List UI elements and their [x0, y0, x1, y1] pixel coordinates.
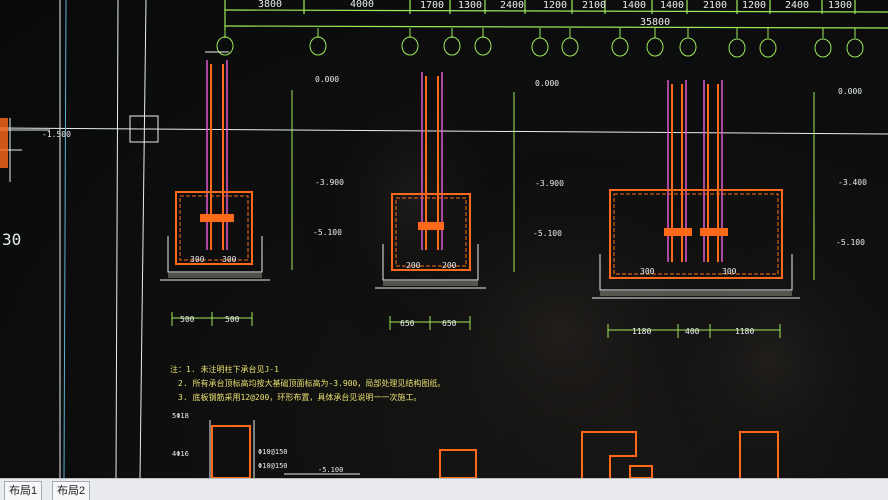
dim-f3-in-r: 300: [722, 267, 737, 276]
dim-f3-m: 400: [685, 327, 700, 336]
elev-bottom: -5.100: [318, 466, 343, 474]
rebar-label-2: Φ10@150: [258, 448, 288, 456]
elev-left: -1.500: [42, 130, 71, 139]
general-notes: 注：1. 未注明柱下承台见J-1 2. 所有承台顶标高均按大基础顶面标高为-3.…: [170, 364, 445, 402]
footing-1: 0.000 -3.900 -5.100 500 500 300 300: [160, 51, 344, 326]
elev-f1-bot: -5.100: [313, 228, 342, 237]
frame-lines: [0, 0, 888, 479]
dim-f1-in-l: 300: [190, 255, 205, 264]
footing-3: 0.000 -3.400 -5.100 1180 400 1180 300 30…: [592, 80, 867, 338]
dim-top-5: 1200: [543, 0, 567, 11]
elev-f3-top: 0.000: [838, 87, 862, 96]
dim-total: 35800: [640, 17, 670, 28]
rebar-label-0: 5Φ18: [172, 412, 189, 420]
left-fragment: -1.500 30: [0, 118, 71, 249]
dim-top-10: 1200: [742, 0, 766, 11]
layout-tab-bar: 布局1 布局2: [0, 478, 888, 500]
elev-f3-mid: -3.400: [838, 178, 867, 187]
screen-reflection: [300, 50, 888, 500]
dim-f1-in-r: 300: [222, 255, 237, 264]
dim-f2-r: 650: [442, 319, 457, 328]
dim-f2-l: 650: [400, 319, 415, 328]
note-0: 注：1. 未注明柱下承台见J-1: [170, 364, 279, 374]
dim-top-12: 1300: [828, 0, 852, 11]
footing-2: 0.000 -3.900 -5.100 650 650 200 200: [375, 72, 564, 330]
tab-layout-2[interactable]: 布局2: [52, 481, 91, 500]
tab-layout-1[interactable]: 布局1: [4, 481, 43, 500]
dim-f1-l: 500: [180, 315, 195, 324]
elev-f2-mid: -3.900: [535, 179, 564, 188]
left-number-fragment: 30: [2, 230, 21, 249]
rebar-label-1: 4Φ16: [172, 450, 189, 458]
dim-f2-in-r: 200: [442, 261, 457, 270]
dim-top-6: 2100: [582, 0, 606, 11]
dim-top-2: 1700: [420, 0, 444, 11]
grid-axis-bubbles: [216, 28, 864, 58]
dim-top-4: 2400: [500, 0, 524, 11]
rebar-label-3: Φ10@150: [258, 462, 288, 470]
dim-top-8: 1400: [660, 0, 684, 11]
elev-f2-top: 0.000: [535, 79, 559, 88]
dim-top-1: 4000: [350, 0, 374, 10]
elev-f2-bot: -5.100: [533, 229, 562, 238]
note-2: 3. 底板钢筋采用12@200，环形布置，具体承台见说明一一次施工。: [178, 392, 421, 402]
dim-f3-in-l: 300: [640, 267, 655, 276]
dim-f3-r: 1180: [735, 327, 754, 336]
dim-top-9: 2100: [703, 0, 727, 11]
dim-f3-l: 1180: [632, 327, 651, 336]
dim-top-7: 1400: [622, 0, 646, 11]
dim-top-11: 2400: [785, 0, 809, 11]
dim-f2-in-l: 200: [406, 261, 421, 270]
elev-f1-mid: -3.900: [315, 178, 344, 187]
dim-top-0: 3800: [258, 0, 282, 10]
dim-f1-r: 500: [225, 315, 240, 324]
dim-top-3: 1300: [458, 0, 482, 11]
top-dimension-chain: [224, 0, 888, 30]
elev-f1-top: 0.000: [315, 75, 339, 84]
elev-f3-bot: -5.100: [836, 238, 865, 247]
note-1: 2. 所有承台顶标高均按大基础顶面标高为-3.900，局部处理见结构图纸。: [178, 378, 445, 388]
